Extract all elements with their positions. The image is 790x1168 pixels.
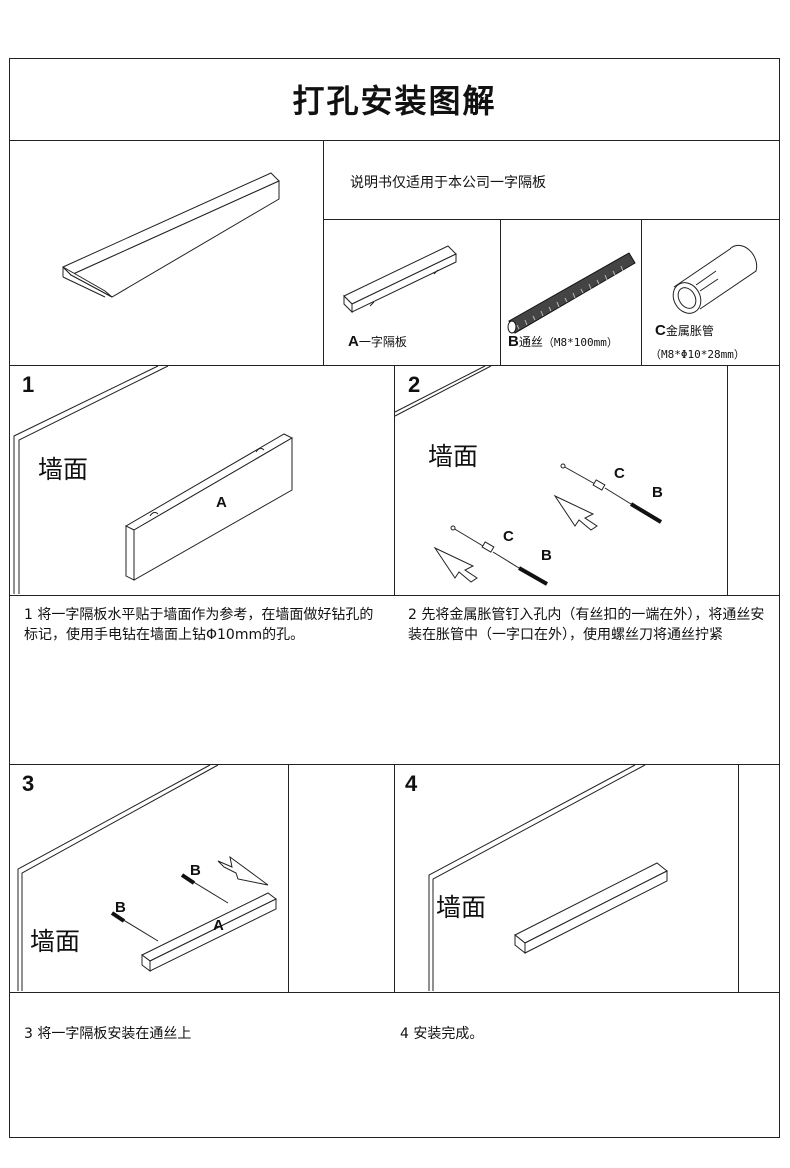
- part-name: 金属胀管: [665, 324, 714, 338]
- rod-label-b: B: [652, 484, 663, 501]
- divider: [727, 365, 728, 595]
- rod-label-b: B: [115, 899, 126, 916]
- wall-label: 墙面: [30, 927, 81, 956]
- part-c-spec: （M8*Φ10*28mm）: [650, 348, 745, 361]
- step-1-illustration: [13, 365, 294, 594]
- divider: [9, 140, 780, 141]
- anchor-label-c: C: [614, 465, 625, 482]
- part-b-label: B通丝（M8*100mm）: [508, 333, 618, 350]
- wall-label: 墙面: [428, 442, 479, 471]
- part-c-label: C金属胀管: [655, 322, 714, 339]
- rod-label-b: B: [541, 547, 552, 564]
- shelf-label-a: A: [216, 494, 227, 511]
- divider: [9, 595, 780, 596]
- step-2-description: 2 先将金属胀管钉入孔内（有丝扣的一端在外），将通丝安装在胀管中（一字口在外），…: [408, 607, 765, 643]
- step-4-number: 4: [405, 771, 418, 796]
- wall-label: 墙面: [38, 455, 89, 484]
- step-3-illustration: [17, 764, 277, 991]
- part-a-shelf-illustration: [343, 245, 457, 314]
- step-1-number: 1: [22, 372, 35, 397]
- step-2-illustration: [394, 365, 663, 586]
- part-letter: C: [655, 322, 666, 339]
- divider: [641, 219, 642, 365]
- part-spec: （M8*100mm）: [542, 336, 618, 349]
- wall-label: 墙面: [436, 893, 487, 922]
- page-title: 打孔安装图解: [292, 82, 497, 120]
- part-b-threaded-rod-illustration: [507, 252, 636, 334]
- anchor-label-c: C: [503, 528, 514, 545]
- step-4-description: 4 安装完成。: [400, 1026, 484, 1042]
- step-3-description: 3 将一字隔板安装在通丝上: [24, 1026, 192, 1042]
- part-name: 通丝: [518, 335, 543, 349]
- step-4-illustration: [428, 764, 668, 991]
- divider: [500, 219, 501, 365]
- divider: [323, 140, 324, 365]
- divider: [288, 764, 289, 992]
- divider: [394, 764, 395, 992]
- shelf-overview-illustration: [62, 172, 280, 298]
- part-name: 一字隔板: [358, 335, 407, 349]
- page-frame: [9, 58, 780, 1138]
- step-1-description: 1 将一字隔板水平贴于墙面作为参考，在墙面做好钻孔的标记，使用手电钻在墙面上钻Φ…: [24, 607, 374, 643]
- part-a-label: A一字隔板: [348, 333, 407, 350]
- shelf-label-a: A: [213, 917, 224, 934]
- step-3-number: 3: [22, 771, 35, 796]
- part-letter: B: [508, 333, 519, 350]
- part-c-anchor-illustration: [672, 244, 758, 314]
- step-2-number: 2: [408, 372, 421, 397]
- divider: [323, 219, 780, 220]
- divider: [9, 992, 780, 993]
- divider: [394, 365, 395, 595]
- rod-label-b: B: [190, 862, 201, 879]
- instruction-note: 说明书仅适用于本公司一字隔板: [350, 175, 546, 191]
- divider: [738, 764, 739, 992]
- part-letter: A: [348, 333, 359, 350]
